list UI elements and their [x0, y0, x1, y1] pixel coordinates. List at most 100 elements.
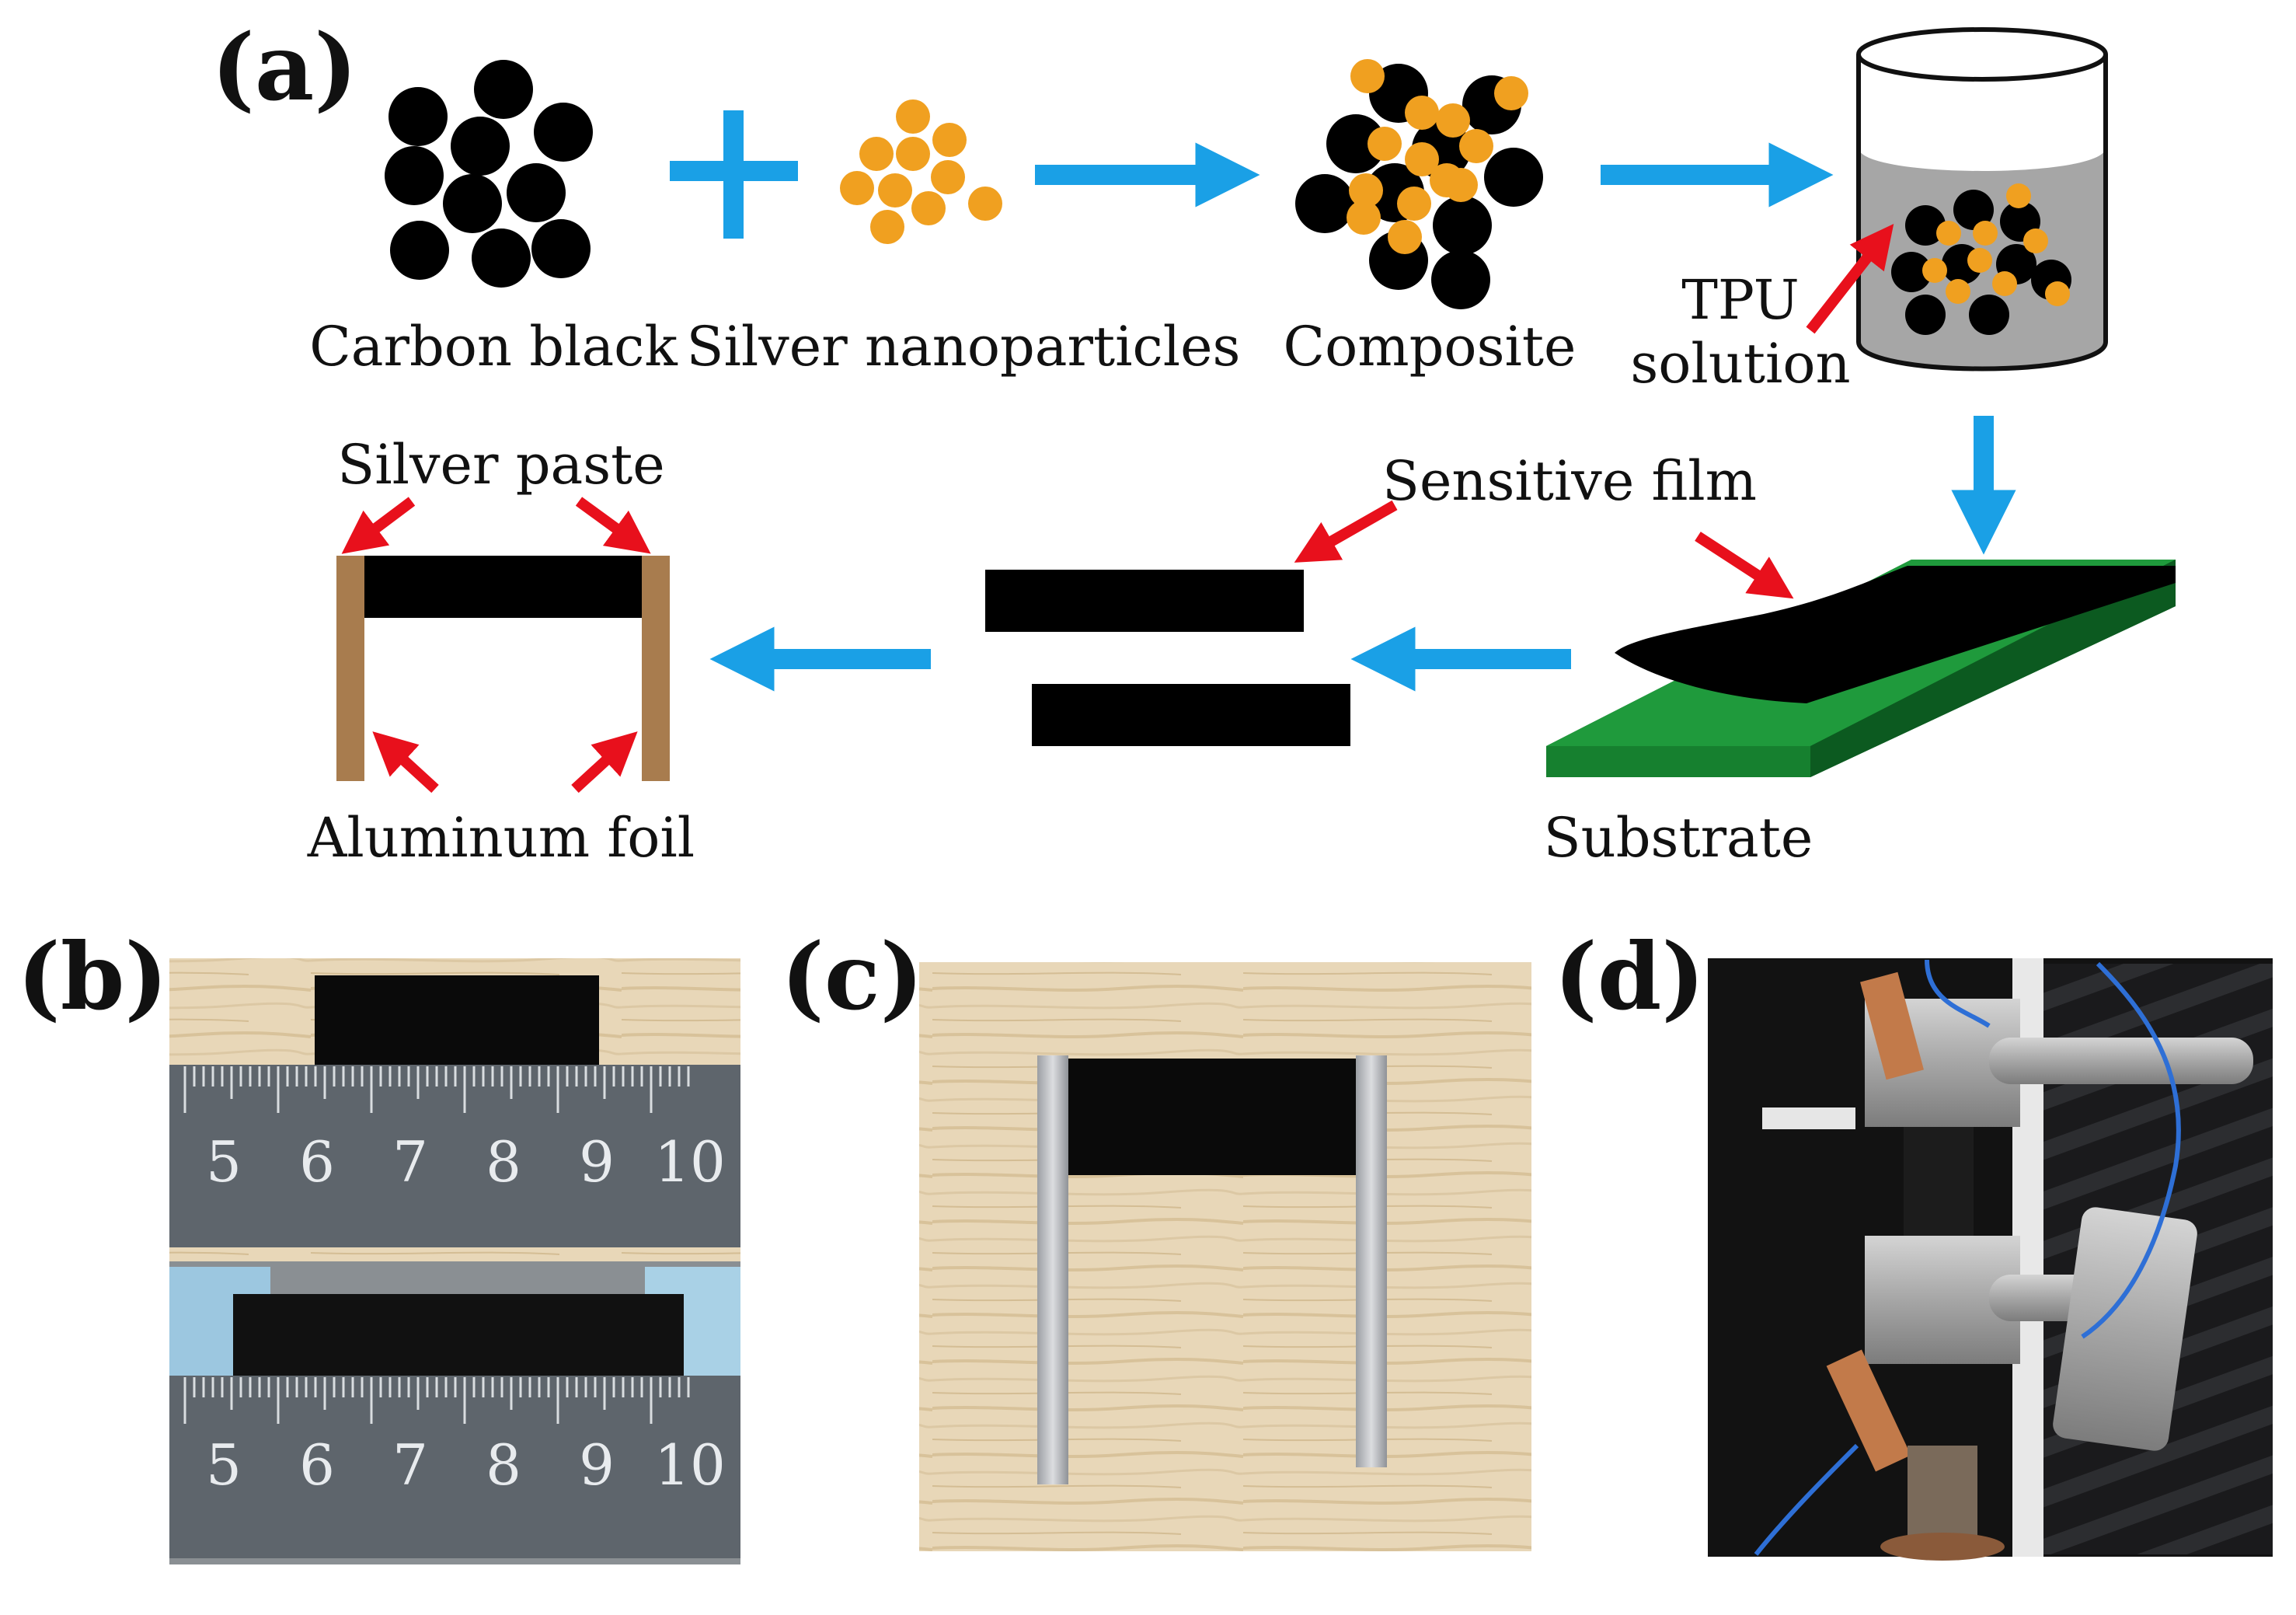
silver-particle [1388, 220, 1422, 254]
beaker [1856, 27, 2108, 371]
alligator-clip-lower [1826, 1349, 1911, 1472]
carbon-particle [1969, 295, 2009, 335]
carbon-particle [388, 87, 448, 146]
panel-label-b: (b) [17, 923, 168, 1031]
carbon-particle [1905, 295, 1946, 335]
silver-particle [1459, 129, 1493, 163]
silver-particle [1436, 103, 1470, 138]
silver-particle [931, 160, 965, 194]
sensitive-film-pointer-left [1294, 500, 1398, 563]
carbon-particle [531, 219, 591, 278]
panel-label-a: (a) [211, 13, 357, 121]
silver-particle [2006, 183, 2031, 208]
carbon-particle [451, 117, 510, 176]
alligator-clip-upper [1860, 971, 1924, 1080]
tpu-label-line2: solution [1630, 332, 1850, 396]
ruler-ticks [183, 1377, 690, 1424]
lower-plate [2053, 1207, 2197, 1451]
carbon-particle [1431, 250, 1490, 309]
film-sample [315, 975, 599, 1065]
carbon-particle [472, 228, 531, 288]
silver-particle [1405, 142, 1439, 176]
sensor-film [1068, 1059, 1356, 1175]
silver-nanoparticles-label: Silver nanoparticles [687, 315, 1241, 378]
silver-particle [911, 191, 946, 225]
composite-cluster [1295, 59, 1543, 309]
carbon-particle [443, 174, 502, 233]
silver-particle [1494, 76, 1528, 110]
silver-particle [870, 210, 904, 244]
silver-particle [968, 187, 1002, 221]
ruler-number: 9 [579, 1129, 615, 1195]
silver-particle [859, 137, 894, 171]
silver-particle [1936, 221, 1961, 246]
ruler-number: 10 [654, 1129, 726, 1195]
silver-particle [2045, 281, 2070, 306]
panel-label-d: (d) [1554, 923, 1705, 1031]
ruler-top [169, 1065, 740, 1247]
ruler-ticks [183, 1066, 690, 1113]
ruler-number: 5 [206, 1129, 242, 1195]
silver-paste-label: Silver paste [337, 433, 664, 497]
silver-paste-pointer-right [575, 497, 651, 554]
silver-particle [1349, 173, 1383, 208]
aluminum-foil-pointer-right [571, 731, 638, 794]
ruler-number: 6 [299, 1129, 335, 1195]
ruler-number: 6 [299, 1432, 335, 1498]
carbon-particle [1905, 205, 1946, 246]
silver-particle [878, 173, 912, 208]
carbon-particle [1953, 190, 1994, 230]
ruler-number: 9 [579, 1432, 615, 1498]
photo-d [1708, 958, 2273, 1561]
silver-particle [932, 123, 967, 157]
aluminum-foil-label: Aluminum foil [307, 806, 695, 870]
foil-electrode-right [1356, 1055, 1387, 1467]
silver-particle [896, 137, 930, 171]
carbon-black-cluster [385, 60, 593, 288]
aluminum-foil-left [336, 556, 364, 781]
silver-particle [840, 171, 874, 205]
sensitive-film-pointer-right [1695, 532, 1794, 599]
silver-particle [1444, 168, 1478, 202]
tpu-pointer-arrow [1806, 223, 1894, 334]
substrate-with-film [1546, 560, 2176, 777]
ruler-number: 8 [486, 1432, 521, 1498]
tpu-label-line1: TPU [1681, 268, 1800, 332]
silver-nanoparticles-cluster [840, 99, 1002, 244]
silver-paste-pointer-left [341, 497, 416, 554]
silver-particle [1922, 258, 1947, 283]
sensor-assembly [336, 556, 670, 781]
plus-icon [670, 110, 798, 239]
composite-label: Composite [1284, 315, 1577, 378]
upper-handle [1989, 1038, 2253, 1084]
cut-film-strip [985, 570, 1304, 632]
silver-particle [1397, 187, 1431, 221]
carbon-particle [534, 103, 593, 162]
sample-between-grips [1904, 1127, 1974, 1236]
carbon-particle [1326, 114, 1385, 173]
silver-particle [1350, 59, 1385, 93]
blue-wire [1925, 959, 1991, 1028]
cut-film-strip [1032, 684, 1350, 746]
carbon-particle [474, 60, 533, 119]
ruler-number: 10 [654, 1432, 726, 1498]
foil-electrode-left [1037, 1055, 1068, 1484]
carbon-particle [1433, 196, 1492, 255]
ruler-number: 5 [206, 1432, 242, 1498]
ruler-number: 7 [392, 1129, 428, 1195]
silver-particle [1405, 96, 1439, 130]
carbon-particle [390, 221, 449, 280]
sensitive-film-label: Sensitive film [1382, 449, 1757, 513]
ruler-number: 8 [486, 1129, 521, 1195]
foil-tab [1762, 1107, 1855, 1129]
base-nut [1880, 1533, 2005, 1561]
sensitive-film-bar [364, 556, 642, 618]
silver-particle [1367, 127, 1402, 161]
silver-particle [1967, 248, 1992, 273]
stretched-film [233, 1294, 684, 1376]
silver-particle [1347, 201, 1381, 235]
carbon-particle [1891, 252, 1932, 292]
silver-particle [896, 99, 930, 134]
ruler-number: 7 [392, 1432, 428, 1498]
